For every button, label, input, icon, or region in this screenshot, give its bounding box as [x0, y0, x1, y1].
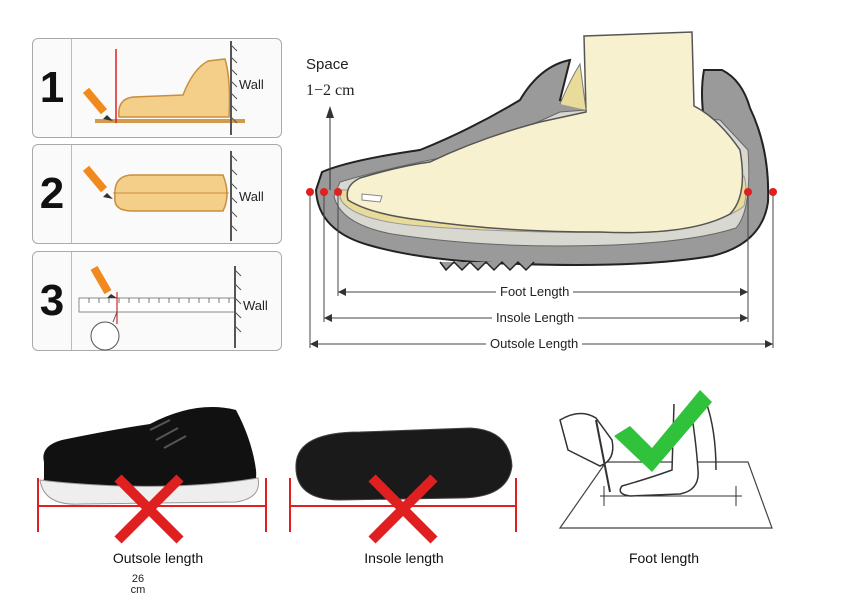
space-title: Space	[306, 56, 349, 73]
outsole-length-label: Outsole Length	[486, 336, 583, 351]
step-number: 1	[39, 63, 65, 112]
outsole-back-marker	[769, 188, 777, 196]
toe-marker	[334, 188, 342, 196]
foot-length-label: Foot Length	[496, 284, 574, 299]
wall-label: Wall	[243, 298, 268, 313]
step-panel-2: 2 Wall	[32, 144, 282, 244]
space-value: 1−2 cm	[306, 82, 355, 99]
wall-label: Wall	[239, 189, 264, 204]
foot-measure-sketch	[558, 401, 773, 529]
heel-marker	[744, 188, 752, 196]
panel-divider	[71, 145, 72, 243]
pencil-icon	[82, 87, 113, 121]
wall-label: Wall	[239, 77, 264, 92]
outsole-length-caption: Outsole length	[112, 550, 204, 566]
foot-side-illustration	[82, 41, 245, 135]
pencil-icon	[90, 265, 117, 298]
ruler-illustration	[78, 265, 242, 351]
foot-top-illustration	[82, 151, 238, 241]
foot-length-caption: Foot length	[628, 550, 700, 566]
insole-length-label: Insole Length	[492, 310, 579, 325]
step-number: 3	[39, 276, 65, 325]
insole-length-caption: Insole length	[364, 550, 444, 566]
step-panel-3: 3 26 cm Wall	[32, 251, 282, 596]
pencil-icon	[82, 165, 113, 199]
panel-divider	[71, 252, 72, 350]
outsole-front-marker	[306, 188, 314, 196]
ruler-value: 26	[131, 573, 145, 585]
cross-icon	[368, 474, 438, 544]
check-icon	[614, 390, 712, 472]
step-number: 2	[39, 169, 65, 218]
step-panel-1: 1 Wall	[32, 38, 282, 138]
cross-icon	[114, 474, 184, 544]
sneaker-image	[39, 407, 260, 505]
insole-front-marker	[320, 188, 328, 196]
ruler-unit: cm	[130, 584, 146, 596]
insole-image	[295, 427, 513, 501]
panel-divider	[71, 39, 72, 137]
